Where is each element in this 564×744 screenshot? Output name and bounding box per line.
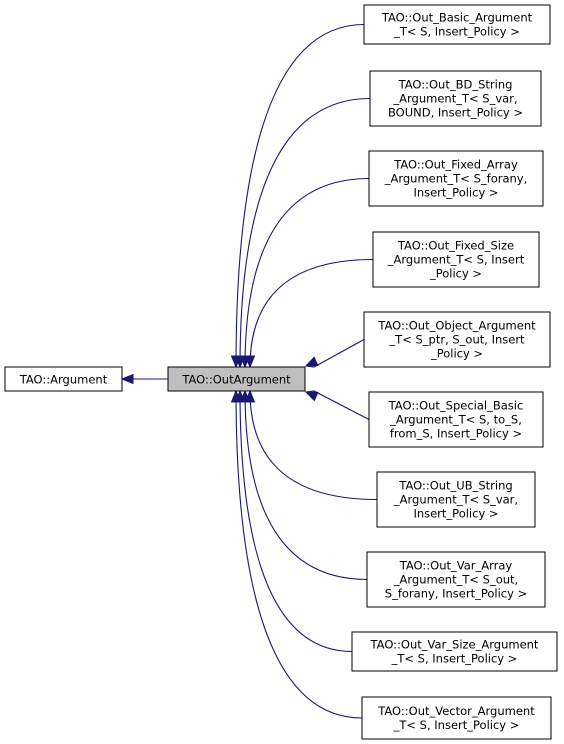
node-label-line: TAO::Out_Var_Array [399, 559, 513, 573]
node-derived-d4[interactable]: TAO::Out_Fixed_Size_Argument_T< S, Inser… [372, 231, 540, 288]
node-label-line: TAO::Out_Fixed_Array [393, 158, 518, 172]
node-label-line: BOUND, Insert_Policy > [388, 106, 523, 120]
node-label-line: TAO::Out_Object_Argument [377, 319, 536, 333]
node-label-line: _Argument_T< S_forany, [384, 172, 528, 186]
node-derived-d1[interactable]: TAO::Out_Basic_Argument_T< S, Insert_Pol… [363, 4, 551, 45]
node-label-line: _T< S, Insert_Policy > [391, 652, 518, 666]
node-derived-d3[interactable]: TAO::Out_Fixed_Array_Argument_T< S_foran… [368, 150, 544, 207]
node-label-line: _T< S, Insert_Policy > [393, 718, 520, 732]
node-label-line: TAO::Out_Basic_Argument [381, 11, 533, 25]
node-base-argument[interactable]: TAO::Argument [4, 366, 123, 392]
edge-d4-to-current [244, 258, 374, 369]
edge-current-to-base [120, 373, 168, 385]
node-current-out-argument: TAO::OutArgument [167, 366, 306, 392]
node-label-line: _T< S, Insert_Policy > [393, 25, 520, 39]
node-label-line: TAO::Out_Special_Basic [388, 399, 524, 413]
node-label-line: _Argument_T< S, to_S, [389, 413, 522, 427]
node-label-line: Insert_Policy > [413, 507, 498, 521]
node-derived-d10[interactable]: TAO::Out_Vector_Argument_T< S, Insert_Po… [361, 696, 552, 740]
node-label-line: TAO::Out_Vector_Argument [377, 704, 535, 718]
edge-d10-to-current [230, 389, 363, 719]
node-label-line: TAO::Out_Fixed_Size [397, 239, 514, 253]
node-label: TAO::Argument [19, 373, 108, 387]
edge-d5-to-current [304, 339, 365, 368]
node-label-line: TAO::Out_Var_Size_Argument [370, 638, 539, 652]
node-label-line: Insert_Policy > [413, 186, 498, 200]
node-derived-d8[interactable]: TAO::Out_Var_Array_Argument_T< S_out,S_f… [366, 551, 546, 608]
node-label-line: _Policy > [430, 347, 483, 361]
edge-d6-to-current [304, 390, 370, 420]
edge-d7-to-current [244, 389, 378, 501]
node-label-line: TAO::Out_BD_String [398, 78, 513, 92]
node-derived-d9[interactable]: TAO::Out_Var_Size_Argument_T< S, Insert_… [351, 631, 558, 672]
node-label: TAO::OutArgument [181, 373, 291, 387]
node-label-line: from_S, Insert_Policy > [390, 427, 522, 441]
node-derived-d2[interactable]: TAO::Out_BD_String_Argument_T< S_var,BOU… [369, 70, 542, 127]
node-label-line: TAO::Out_UB_String [398, 479, 512, 493]
node-derived-d5[interactable]: TAO::Out_Object_Argument_T< S_ptr, S_out… [363, 311, 551, 368]
node-label-line: _Argument_T< S, Insert [387, 253, 525, 267]
node-label-line: _Argument_T< S_var, [393, 493, 518, 507]
edge-d8-to-current [239, 389, 368, 581]
node-label-line: _T< S_ptr, S_out, Insert [388, 333, 525, 347]
edge-d3-to-current [239, 177, 370, 369]
node-derived-d6[interactable]: TAO::Out_Special_Basic_Argument_T< S, to… [368, 391, 544, 448]
edge-d1-to-current [230, 23, 365, 369]
node-derived-d7[interactable]: TAO::Out_UB_String_Argument_T< S_var,Ins… [376, 471, 536, 528]
node-label-line: _Policy > [429, 267, 482, 281]
node-label-line: _Argument_T< S_var, [392, 92, 517, 106]
node-label-line: _Argument_T< S_out, [393, 573, 518, 587]
edge-d9-to-current [234, 389, 353, 653]
node-label-line: S_forany, Insert_Policy > [385, 587, 527, 601]
